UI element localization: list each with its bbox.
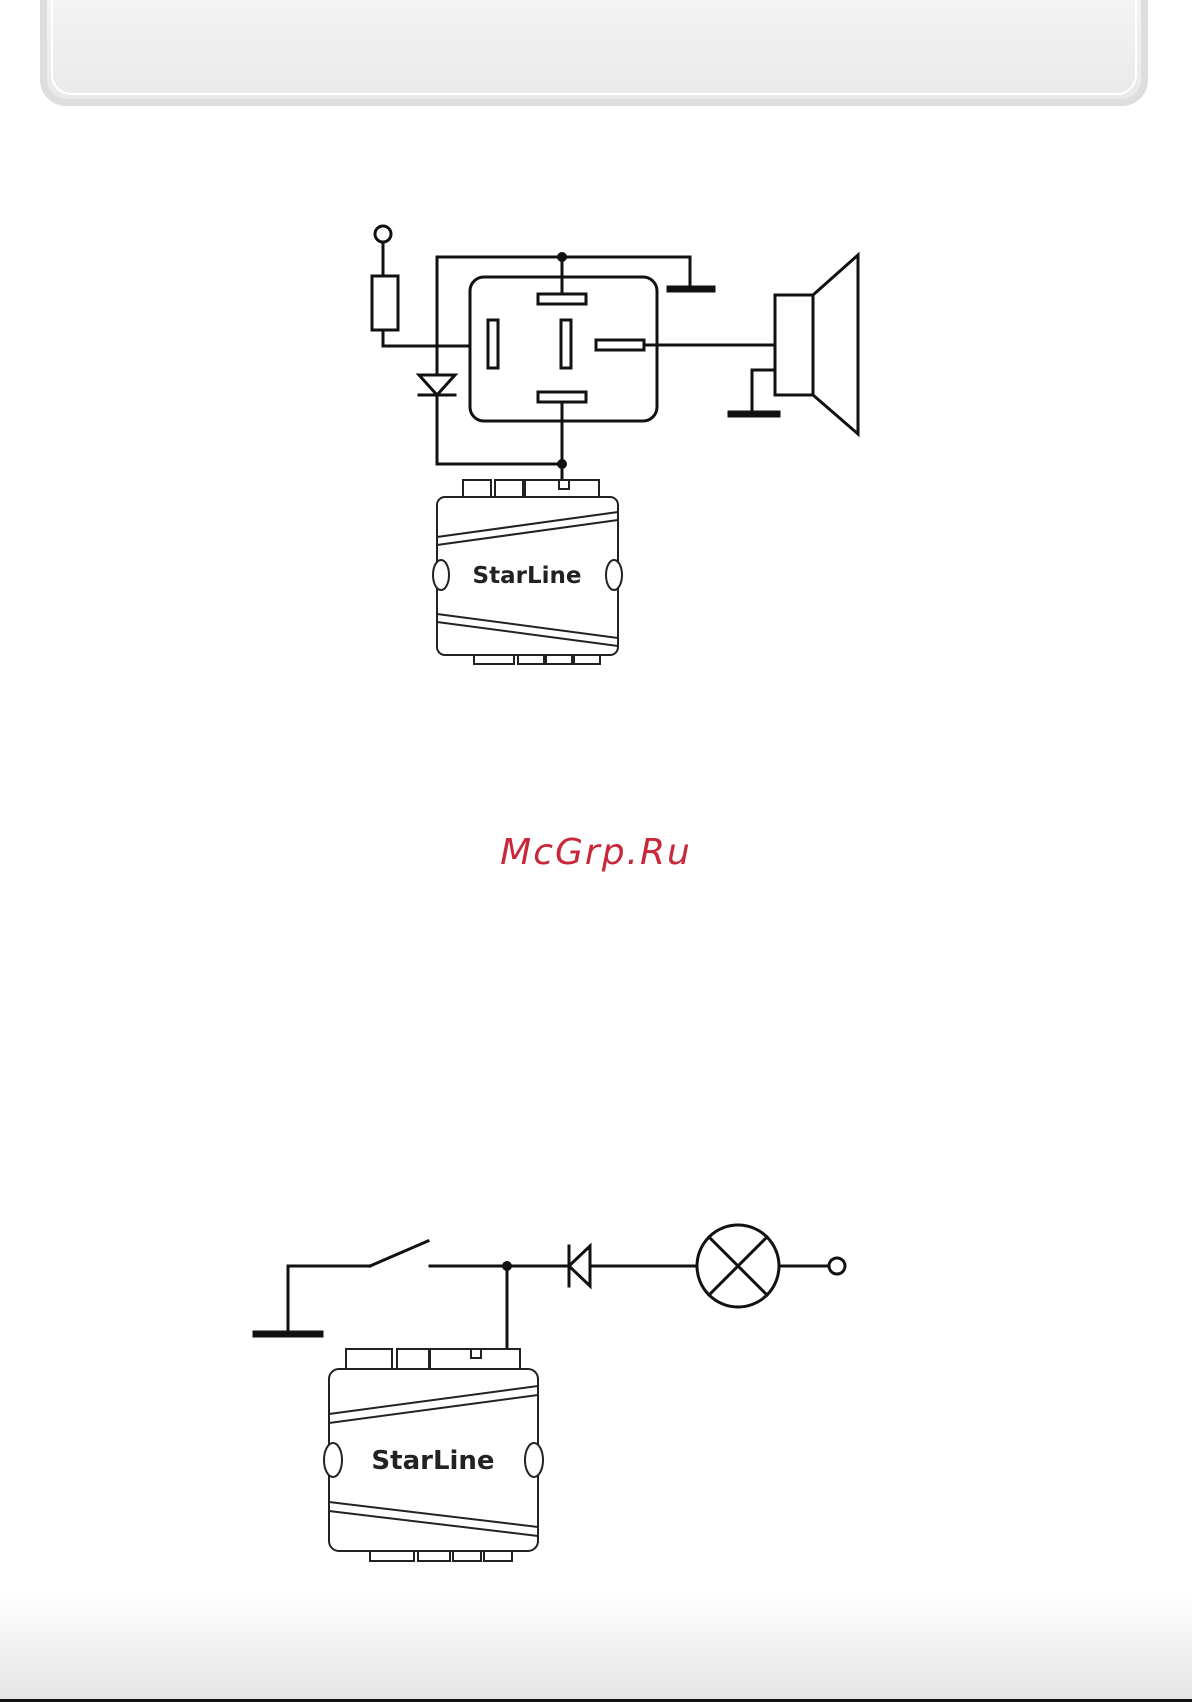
page-footer-band [0,1592,1192,1702]
unit-brand-label-2: StarLine [371,1446,494,1476]
switch-lamp-diagram: StarLine [0,0,1192,1600]
lamp-terminal [829,1258,845,1274]
diode-symbol-2 [569,1246,590,1286]
switch-contact [370,1241,428,1266]
